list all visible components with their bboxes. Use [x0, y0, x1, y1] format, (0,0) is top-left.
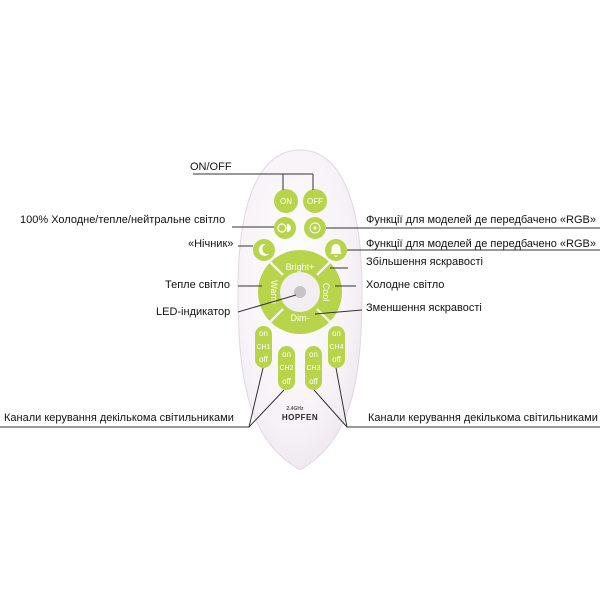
svg-text:on: on: [332, 329, 341, 338]
svg-text:off: off: [259, 355, 269, 364]
svg-text:Dim-: Dim-: [291, 313, 310, 323]
led-indicator: [294, 286, 306, 298]
cct-toggle-button[interactable]: [274, 217, 296, 239]
dim-minus-button[interactable]: Dim-: [291, 313, 310, 323]
brand-logo: HOPFEN: [282, 413, 318, 422]
svg-text:CH1: CH1: [256, 344, 270, 351]
svg-text:OFF: OFF: [307, 197, 323, 206]
night-button[interactable]: [253, 239, 275, 261]
label-cct: 100% Холодне/тепле/нейтральне світло: [20, 214, 226, 226]
svg-text:ON: ON: [280, 197, 292, 206]
moon-icon: [258, 243, 269, 256]
cct-toggle-icon: [277, 223, 291, 233]
bell-button[interactable]: [325, 239, 347, 261]
svg-text:on: on: [309, 350, 318, 359]
svg-text:off: off: [309, 377, 319, 386]
svg-text:off: off: [282, 377, 292, 386]
rgb-icon: [309, 222, 321, 234]
label-led: LED-індикатор: [156, 306, 231, 318]
bright-plus-button[interactable]: Bright+: [286, 262, 315, 272]
svg-text:Warm: Warm: [269, 280, 279, 304]
label-bright: Збільшення яскравості: [366, 256, 483, 268]
ch1-button[interactable]: on CH1 off: [255, 326, 272, 368]
ch3-button[interactable]: on CH3 off: [305, 346, 322, 390]
rgb-button[interactable]: [304, 217, 326, 239]
svg-text:CH3: CH3: [306, 365, 320, 372]
label-channels-left: Канали керування декількома світильникам…: [4, 412, 234, 424]
svg-text:on: on: [259, 329, 268, 338]
on-button[interactable]: ON: [274, 189, 298, 213]
label-rgb-2: Функції для моделей де передбачено «RGB»: [366, 238, 596, 250]
bell-icon: [330, 244, 342, 257]
label-cool: Холодне світло: [366, 279, 445, 291]
svg-text:Cool: Cool: [321, 283, 331, 302]
label-warm: Тепле світло: [165, 279, 231, 291]
warm-button[interactable]: Warm: [269, 280, 279, 304]
svg-text:CH2: CH2: [279, 365, 293, 372]
svg-text:on: on: [282, 350, 291, 359]
label-onoff: ON/OFF: [190, 161, 232, 173]
ch4-button[interactable]: on CH4 off: [328, 326, 345, 368]
label-channels-right: Канали керування декількома світильникам…: [368, 412, 598, 424]
cool-button[interactable]: Cool: [321, 283, 331, 302]
ch2-button[interactable]: on CH2 off: [278, 346, 295, 390]
svg-text:Bright+: Bright+: [286, 262, 315, 272]
frequency-label: 2.4GHz: [287, 406, 304, 412]
off-button[interactable]: OFF: [303, 189, 327, 213]
svg-text:off: off: [332, 355, 342, 364]
leader-lines: [0, 173, 600, 428]
label-dim: Зменшення яскравості: [366, 302, 482, 314]
svg-text:CH4: CH4: [329, 344, 343, 351]
label-night: «Нічник»: [188, 238, 234, 250]
label-rgb-1: Функції для моделей де передбачено «RGB»: [366, 214, 596, 226]
